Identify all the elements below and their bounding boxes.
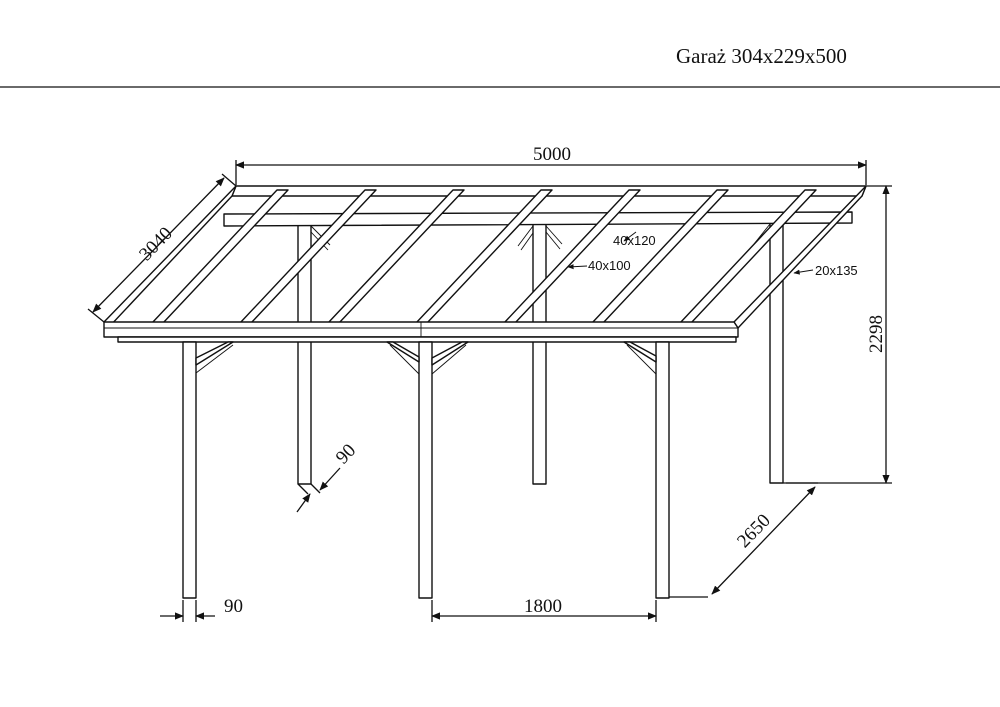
front-post-2 [418,341,433,599]
back-post-3 [769,218,784,484]
back-posts [297,216,784,485]
callout-rafter-label: 40x120 [613,233,656,248]
dim-post-height: 2650 [669,482,818,598]
callout-beam-label: 40x100 [588,258,631,273]
drawing-title: Garaż 304x229x500 [676,44,847,68]
dim-post-height-label: 2650 [733,510,775,552]
front-post-1 [182,341,197,599]
front-beam [117,336,737,343]
dim-post-width-front: 90 [160,596,243,622]
dim-post-spacing: 1800 [431,596,657,622]
front-post-3 [655,341,670,599]
back-beam [223,211,853,227]
callout-fascia-label: 20x135 [815,263,858,278]
front-braces [195,341,657,375]
dim-post-spacing-label: 1800 [524,596,562,617]
front-posts [182,341,670,599]
callout-rafter: 40x120 [613,231,656,248]
callout-fascia: 20x135 [793,263,858,278]
dim-post-width-back-label: 90 [332,440,360,468]
dim-depth: 3040 [87,173,237,323]
callout-beam: 40x100 [567,258,631,273]
dim-height-label: 2298 [866,315,887,353]
roof-frame [103,185,867,343]
dim-post-width-front-label: 90 [224,596,243,617]
dim-length-label: 5000 [533,144,571,165]
back-post-2 [532,221,547,485]
dim-length: 5000 [235,144,867,185]
dim-height: 2298 [786,185,892,484]
